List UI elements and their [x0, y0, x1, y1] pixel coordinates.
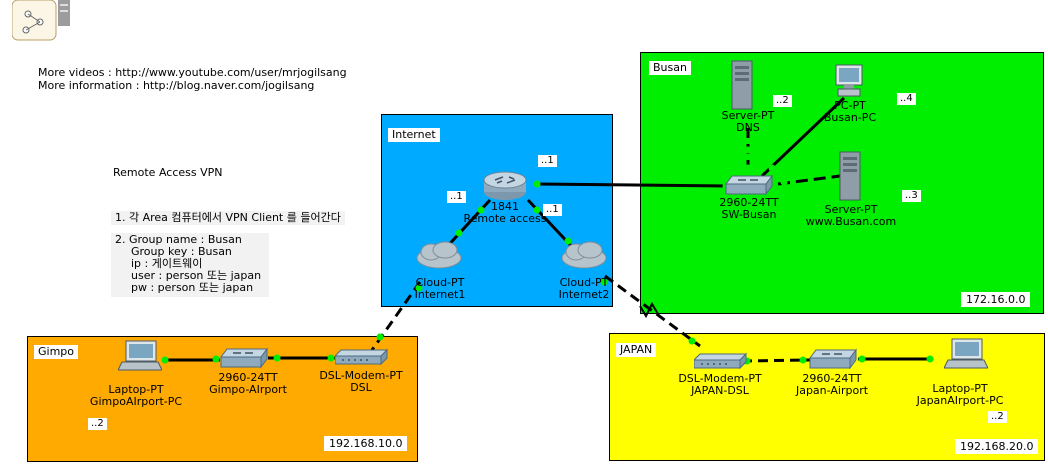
- server-icon[interactable]: [731, 60, 753, 110]
- port-dot: [780, 178, 788, 186]
- server-icon[interactable]: [839, 151, 861, 201]
- port-dot: [600, 278, 608, 286]
- area-label: JAPAN: [616, 343, 657, 357]
- subnet-label: 172.16.0.0: [961, 292, 1031, 307]
- port-dot: [799, 356, 807, 364]
- pc-icon[interactable]: [834, 64, 864, 98]
- port-dot: [327, 354, 335, 362]
- port-dot: [533, 180, 541, 188]
- laptop-icon[interactable]: [117, 340, 163, 372]
- step2-line: user : person 또는 japan: [131, 269, 262, 282]
- gimpo-switch-label: 2960-24TT Gimpo-AIrport: [209, 371, 287, 396]
- ip-label: ..1: [538, 155, 557, 167]
- area-internet[interactable]: Internet: [381, 114, 613, 307]
- port-dot: [744, 146, 752, 154]
- router-icon[interactable]: [482, 168, 528, 202]
- cloud-icon[interactable]: [413, 240, 465, 270]
- link-japan-dsl-switch: [741, 358, 811, 363]
- gimpo-dsl-label: DSL-Modem-PT DSL: [319, 369, 403, 394]
- cloud2-label: Cloud-PT Internet2: [558, 276, 610, 301]
- port-dot: [455, 229, 463, 237]
- step2-line: pw : person 또는 japan: [131, 281, 254, 294]
- japan-switch-label: 2960-24TT Japan-Airport: [795, 372, 869, 397]
- router-label: 1841 Remote access: [463, 200, 547, 225]
- cloud-icon[interactable]: [558, 240, 610, 270]
- ip-label: ..1: [543, 204, 562, 216]
- link-cloud2-japandsl: [604, 274, 701, 348]
- link-break-marker: [639, 301, 659, 319]
- switch-icon[interactable]: [219, 347, 269, 369]
- ip-label: ..4: [897, 93, 916, 105]
- subnet-label: 192.168.10.0: [324, 436, 408, 451]
- port-dot: [161, 356, 169, 364]
- japan-laptop-label: Laptop-PT JapanAIrport-PC: [916, 382, 1004, 407]
- dsl-modem-icon[interactable]: [333, 348, 389, 366]
- port-dot: [564, 237, 572, 245]
- port-dot: [533, 206, 541, 214]
- switch-icon[interactable]: [808, 348, 858, 370]
- area-label: Internet: [388, 128, 440, 142]
- port-dot: [212, 355, 220, 363]
- busan-pc-label: PC-PT Busan-PC: [823, 99, 877, 124]
- link-switch-web: [777, 174, 841, 186]
- palette-icon[interactable]: [11, 0, 72, 42]
- port-dot: [744, 164, 752, 172]
- busan-dns-label: Server-PT DNS: [721, 109, 775, 134]
- ip-label: ..2: [988, 411, 1007, 423]
- area-label: Busan: [649, 61, 691, 75]
- port-dot: [926, 355, 934, 363]
- port-dot: [376, 333, 384, 341]
- laptop-icon[interactable]: [943, 338, 989, 370]
- videos-note: More videos : http://www.youtube.com/use…: [38, 66, 347, 79]
- port-dot: [477, 206, 485, 214]
- port-dot: [273, 354, 281, 362]
- busan-switch-label: 2960-24TT SW-Busan: [719, 196, 779, 221]
- step1-note: 1. 각 Area 컴퓨터에서 VPN Client 를 들어간다: [111, 211, 345, 225]
- ip-label: ..3: [902, 190, 921, 202]
- info-note: More information : http://blog.naver.com…: [38, 79, 315, 92]
- ip-label: ..2: [773, 95, 792, 107]
- area-label: Gimpo: [34, 345, 79, 359]
- ip-label: ..1: [447, 191, 466, 203]
- vpn-title: Remote Access VPN: [113, 166, 223, 179]
- link-router-switch: [536, 182, 729, 188]
- switch-icon[interactable]: [724, 174, 774, 196]
- port-dot: [415, 284, 423, 292]
- busan-web-label: Server-PT www.Busan.com: [805, 203, 897, 228]
- gimpo-laptop-label: Laptop-PT GimpoAIrport-PC: [89, 383, 183, 408]
- step2-line: Group key : Busan: [131, 245, 232, 258]
- step2-line: 2. Group name : Busan: [115, 233, 242, 246]
- step2-note: 2. Group name : Busan Group key : Busan …: [111, 233, 269, 297]
- japan-dsl-label: DSL-Modem-PT JAPAN-DSL: [678, 372, 762, 397]
- port-dot: [688, 337, 696, 345]
- step2-line: ip : 게이트웨이: [131, 257, 203, 270]
- ip-label: ..2: [88, 418, 107, 430]
- dsl-modem-icon[interactable]: [692, 352, 748, 370]
- link-switch-pc: [760, 96, 846, 178]
- port-dot: [768, 164, 776, 172]
- subnet-label: 192.168.20.0: [955, 439, 1039, 454]
- cloud1-label: Cloud-PT Internet1: [414, 276, 466, 301]
- port-dot: [858, 355, 866, 363]
